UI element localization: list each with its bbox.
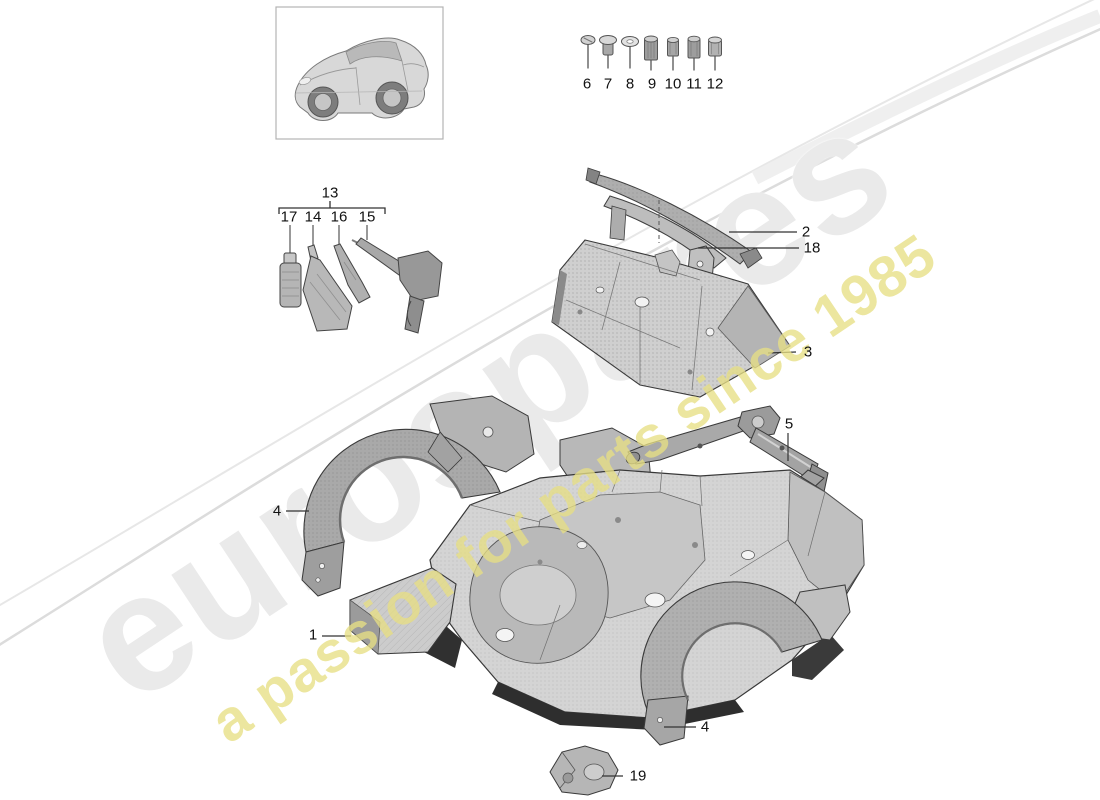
fastener-9-sleeve [644,35,658,71]
fastener-12-label[interactable]: 12 [706,75,724,93]
callout-3-label[interactable]: 3 [803,343,813,361]
fastener-11-sleeve [687,35,701,71]
callout-1-label[interactable]: 1 [308,626,318,644]
fastener-6-label[interactable]: 6 [582,75,592,93]
tool-16-nozzle-tube [333,243,371,304]
callout-leader-lines [286,231,799,777]
fastener-8-washer [621,36,639,69]
callout-18-label[interactable]: 18 [803,239,821,257]
callout-2-label[interactable]: 2 [801,223,811,241]
callout-4-left-label[interactable]: 4 [272,502,282,520]
part-3-floor-panel [551,239,791,398]
tool-16-label[interactable]: 16 [330,208,348,226]
fastener-row [580,35,722,71]
tool-14-label[interactable]: 14 [304,208,322,226]
fastener-10-nut [667,36,679,71]
fastener-7-label[interactable]: 7 [603,75,613,93]
fastener-7-rivet-nut [599,35,617,69]
part-4-wheel-arch-right [640,581,851,746]
part-19-bracket [549,745,619,796]
tool-15-applicator-gun [351,237,443,334]
fastener-8-label[interactable]: 8 [625,75,635,93]
callout-5-label[interactable]: 5 [784,415,794,433]
tool-group-13-label[interactable]: 13 [321,184,339,202]
fastener-12-nut [708,36,722,71]
fastener-6-screw [580,35,596,69]
fastener-11-label[interactable]: 11 [686,75,702,93]
callout-4-right-label[interactable]: 4 [700,718,710,736]
car-thumbnail [275,6,444,140]
fastener-9-label[interactable]: 9 [647,75,657,93]
tool-14-cartridge [302,244,353,332]
fastener-10-label[interactable]: 10 [664,75,682,93]
tool-15-label[interactable]: 15 [358,208,376,226]
callout-19-label[interactable]: 19 [629,767,647,785]
tool-group [278,201,443,334]
tool-17-label[interactable]: 17 [280,208,298,226]
part-4-wheel-housing-left [301,395,535,597]
part-1-rear-body-assembly [349,469,865,730]
tool-17-bottle [279,252,302,308]
